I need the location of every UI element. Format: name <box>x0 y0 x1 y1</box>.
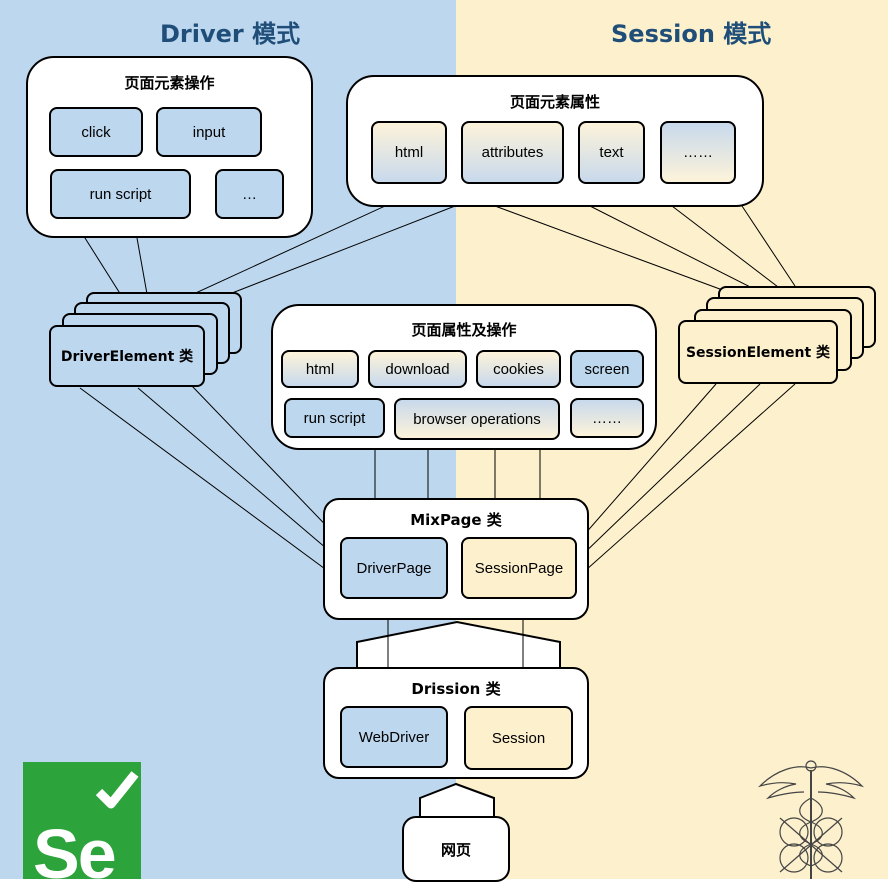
mixpage-title: MixPage 类 <box>410 511 502 529</box>
connector-line <box>741 205 796 287</box>
page-op-html: html <box>281 350 359 388</box>
session-box: Session <box>464 706 573 770</box>
op-input: input <box>156 107 262 157</box>
connector-line <box>79 387 341 581</box>
webdriver-box: WebDriver <box>340 706 448 768</box>
session-element-box: SessionElement 类 <box>678 320 838 384</box>
connector-line <box>137 387 341 561</box>
check-icon <box>95 771 139 809</box>
caduceus-icon <box>757 760 865 879</box>
page-op-more: …… <box>570 398 644 438</box>
connector-line <box>576 383 717 544</box>
driver-mode-title: Driver 模式 <box>160 20 301 48</box>
inheritance-arrow-drission <box>419 782 495 819</box>
attr-html: html <box>371 121 447 184</box>
op-run-script: run script <box>50 169 191 219</box>
op-click: click <box>49 107 143 157</box>
selenium-logo: Se <box>23 762 141 879</box>
session-element-label: SessionElement 类 <box>685 345 831 361</box>
connector-line <box>576 383 761 561</box>
session-mode-title: Session 模式 <box>611 20 772 48</box>
page-op-cookies: cookies <box>476 350 561 388</box>
session-page-box: SessionPage <box>461 537 577 599</box>
connector-line <box>576 383 796 579</box>
page-op-download: download <box>368 350 467 388</box>
connector-line <box>494 205 756 303</box>
connector-line <box>191 385 341 541</box>
element-attrs-title: 页面元素属性 <box>509 93 600 111</box>
connector-line <box>671 205 783 291</box>
page-op-run-script: run script <box>284 398 385 438</box>
attr-attributes: attributes <box>461 121 564 184</box>
inheritance-arrow-mixpage <box>356 620 561 669</box>
driver-page-box: DriverPage <box>340 537 448 599</box>
op-more: … <box>215 169 284 219</box>
webpage-box: 网页 <box>402 816 510 882</box>
attr-more: …… <box>660 121 736 184</box>
driver-element-label: DriverElement 类 <box>60 349 194 365</box>
drission-title: Drission 类 <box>411 680 501 698</box>
page-op-screen: screen <box>570 350 644 388</box>
connector-line <box>589 205 769 297</box>
attr-text: text <box>578 121 645 184</box>
element-ops-title: 页面元素操作 <box>124 74 215 92</box>
page-ops-title: 页面属性及操作 <box>411 321 517 339</box>
page-op-browser-operations: browser operations <box>394 398 560 440</box>
selenium-logo-text: Se <box>33 815 117 879</box>
driver-element-box: DriverElement 类 <box>49 325 205 387</box>
